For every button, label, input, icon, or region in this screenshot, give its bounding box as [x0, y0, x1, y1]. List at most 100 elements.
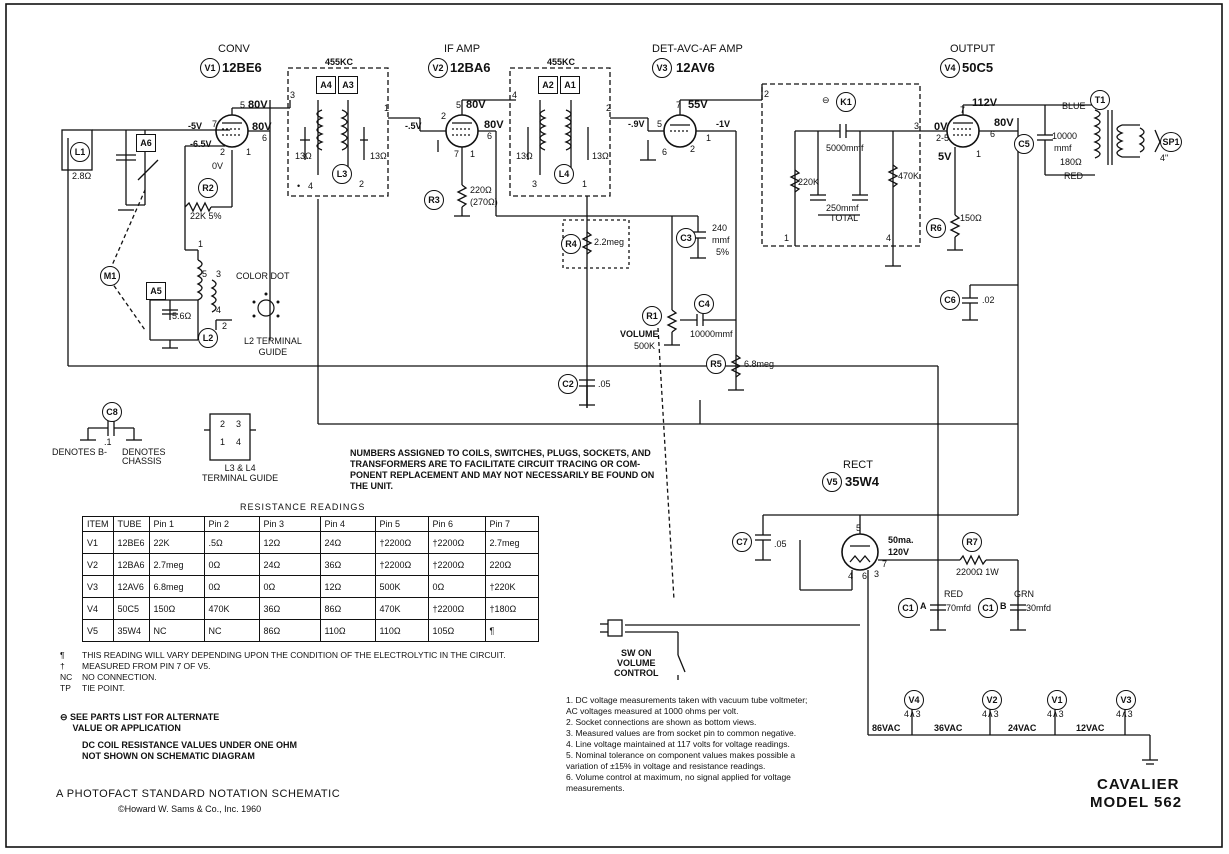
v1-pin-7: 7 [212, 119, 218, 129]
table-cell: 12Ω [258, 531, 321, 554]
can-a-pin-4: 4 [308, 181, 314, 191]
resistance-header-row: ITEM TUBE Pin 1 Pin 2 Pin 3 Pin 4 Pin 5 … [82, 516, 539, 532]
table-cell: †2200Ω [427, 531, 486, 554]
guide-pin-1: 1 [220, 437, 226, 447]
l2-terminal-guide-label: L2 TERMINAL GUIDE [244, 336, 302, 357]
l2-terminal-guide-icon [252, 292, 280, 318]
l1-ref: L1 [70, 142, 90, 162]
v4-pin-6: 6 [990, 129, 996, 139]
v3-ref: V3 [652, 58, 672, 78]
note-line: measurements. [566, 783, 625, 793]
col-pin5: Pin 5 [374, 516, 429, 532]
coil-l4: L4 [554, 164, 574, 184]
table-cell: V3 [82, 575, 114, 598]
can-a2: A2 [538, 76, 558, 94]
table-cell: 36Ω [319, 553, 376, 576]
c8-value: .1 [104, 437, 112, 447]
v1-ov: 0V [212, 161, 224, 171]
v3-pin-6: 6 [662, 147, 668, 157]
model-number: MODEL 562 [1090, 794, 1183, 811]
table-cell: 35W4 [112, 619, 150, 642]
col-pin7: Pin 7 [484, 516, 539, 532]
heater-36vac: 36VAC [934, 723, 963, 733]
r1-name: VOLUME [620, 329, 659, 339]
l3-ohm-a: 13Ω [295, 151, 312, 161]
l3-ohm-b: 13Ω [370, 151, 387, 161]
v3-pin-5: 5 [657, 119, 663, 129]
v1-pin-2-3: 2 [220, 147, 226, 157]
note-line: 6. Volume control at maximum, no signal … [566, 772, 791, 782]
v5-pin-4: 4 [848, 571, 854, 581]
a6-trimmer: A6 [136, 134, 156, 152]
r2-value: 22K 5% [190, 211, 222, 221]
table-cell: V5 [82, 619, 114, 642]
v1-pin5-voltage: 80V [248, 99, 268, 111]
k1-total: TOTAL [830, 213, 859, 223]
v2-pin-5: 5 [456, 100, 462, 110]
can-a-dot: • [297, 181, 301, 191]
c3-ref: C3 [676, 228, 696, 248]
v1-function: CONV [218, 43, 250, 55]
table-cell: 110Ω [319, 619, 376, 642]
table-cell: 500K [374, 575, 429, 598]
can-a3: A3 [338, 76, 358, 94]
table-cell: 6.8meg [148, 575, 205, 598]
v4-ref: V4 [940, 58, 960, 78]
k1-res1-value: 220K [798, 177, 820, 187]
r3-ref: R3 [424, 190, 444, 210]
sp1-size: 4" [1160, 153, 1169, 163]
v4-pin7-voltage: 112V [972, 97, 998, 109]
col-pin4: Pin 4 [319, 516, 376, 532]
v4-pin-7: 7 [960, 105, 966, 115]
t1-ohm: 180Ω [1060, 157, 1082, 167]
r7-value: 2200Ω 1W [956, 567, 999, 577]
c1a-lead: RED [944, 589, 964, 599]
c2-value: .05 [598, 379, 611, 389]
c1b-ref: C1 [978, 598, 998, 618]
c3-value: 240 [712, 223, 728, 233]
resistance-title: RESISTANCE READINGS [240, 502, 366, 512]
v1-type: 12BE6 [222, 60, 262, 75]
table-cell: †2200Ω [427, 553, 486, 576]
v4-pin-2-5: 2-5 [936, 133, 950, 143]
note-line: 2. Socket connections are shown as botto… [566, 717, 757, 727]
k1-alt-marker: ⊖ [822, 95, 830, 105]
can-a-pin-2: 2 [359, 179, 365, 189]
color-dot-label: COLOR DOT [236, 271, 290, 281]
table-cell: 105Ω [427, 619, 486, 642]
m1-ref: M1 [100, 266, 120, 286]
table-cell: 36Ω [258, 597, 321, 620]
r2-ref: R2 [198, 178, 218, 198]
v5-ref: V5 [822, 472, 842, 492]
table-cell: 12BE6 [112, 531, 150, 554]
l2-pin-2: 2 [222, 321, 228, 331]
k1-ref: K1 [836, 92, 856, 112]
note-line: 5. Nominal tolerance on component values… [566, 750, 796, 760]
brand-name: CAVALIER [1097, 776, 1180, 793]
guide-pin-3: 3 [236, 419, 242, 429]
table-cell: 2.7meg [484, 531, 539, 554]
col-pin3: Pin 3 [258, 516, 321, 532]
v5-pin-3: 3 [874, 569, 880, 579]
v1-plate-voltage: 80V [252, 121, 272, 133]
l2-pin-1: 1 [198, 239, 204, 249]
table-cell: †2200Ω [427, 597, 486, 620]
r4-value: 2.2meg [594, 237, 625, 247]
table-cell: †2200Ω [374, 553, 429, 576]
table-cell: 220Ω [484, 553, 539, 576]
table-cell: 110Ω [374, 619, 429, 642]
v3-type: 12AV6 [676, 60, 715, 75]
sw-on-volume-label: SW ON VOLUME CONTROL [614, 648, 659, 678]
v5-type: 35W4 [845, 474, 879, 489]
note-line: 3. Measured values are from socket pin t… [566, 728, 797, 738]
v4-grid-voltage: 0V [934, 121, 948, 133]
v2-pin-6: 6 [487, 131, 493, 141]
v2-ref: V2 [428, 58, 448, 78]
table-cell: 24Ω [319, 531, 376, 554]
c7-ref: C7 [732, 532, 752, 552]
r3-alt-value: (270Ω) [470, 197, 498, 207]
can-b-pin-1: 1 [582, 179, 588, 189]
